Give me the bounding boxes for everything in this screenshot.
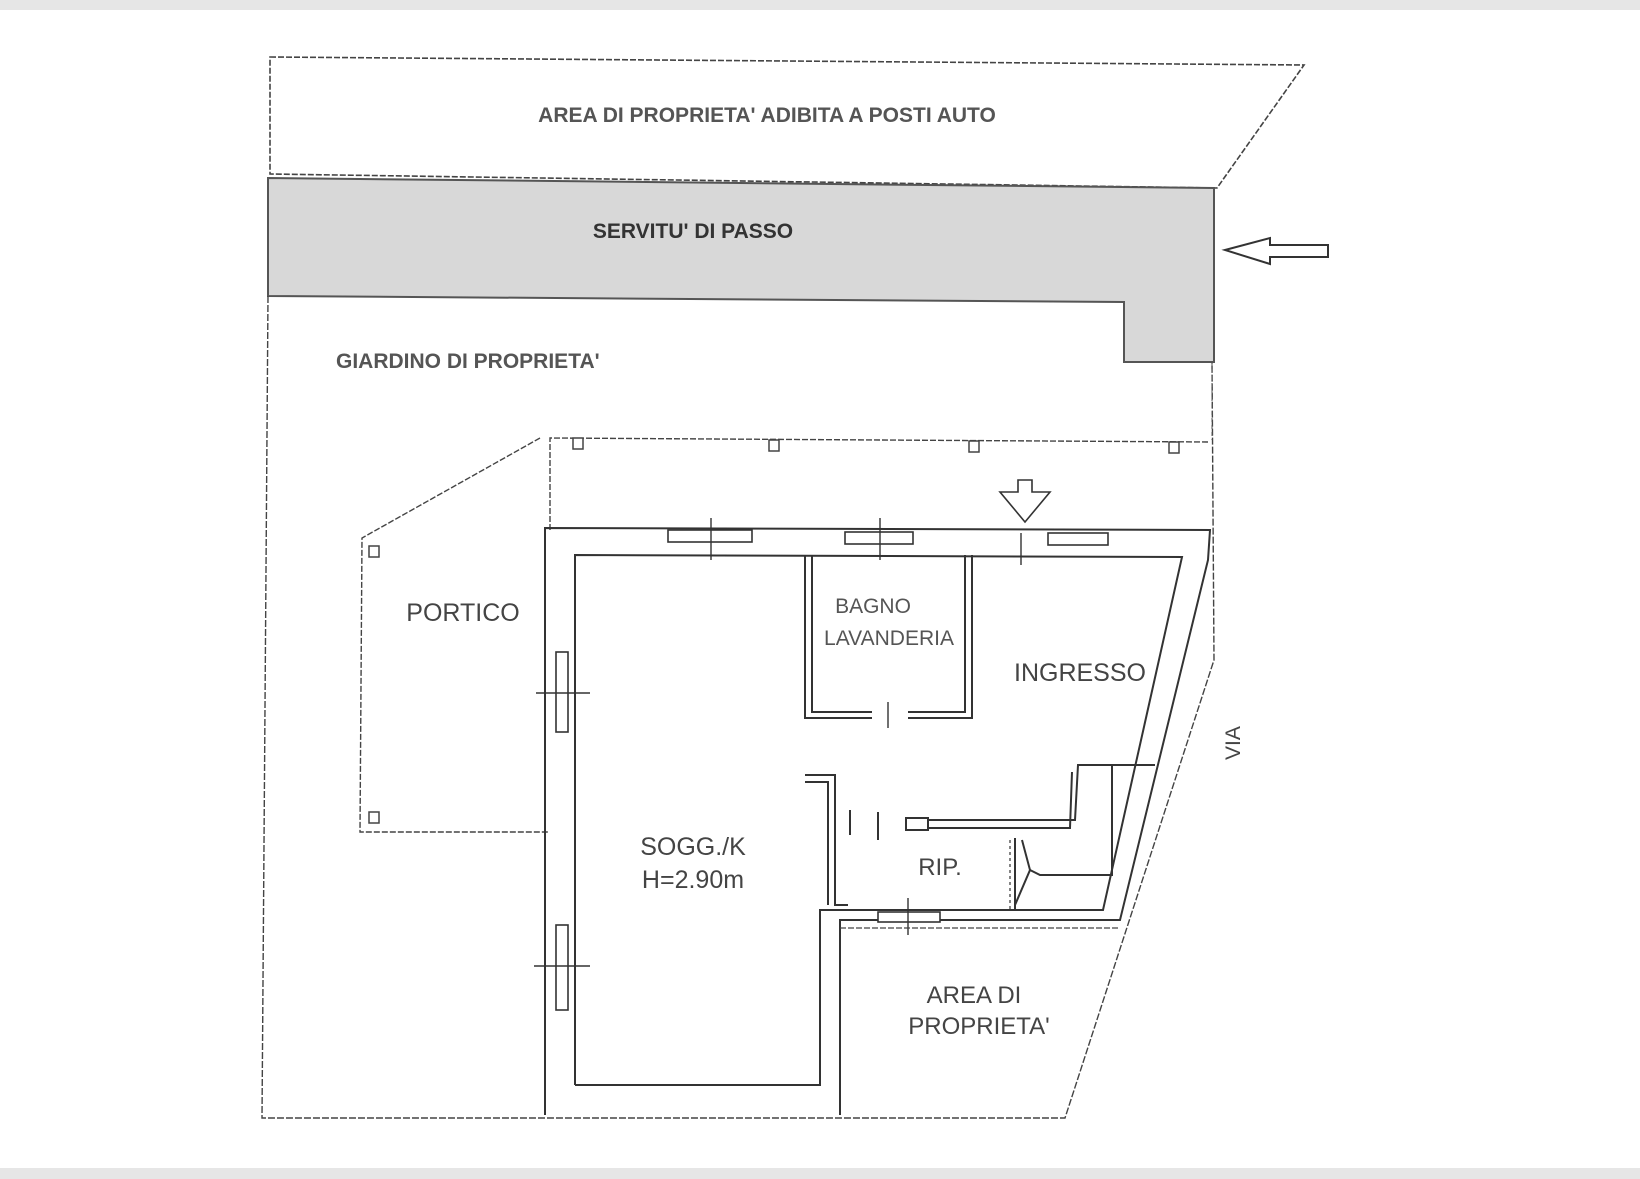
property-area-label-line1: AREA DI [927, 982, 1022, 1009]
bathroom-label-line2: LAVANDERIA [824, 627, 954, 650]
bathroom-label-line1: BAGNO [835, 595, 911, 618]
arrow-left-icon [1221, 236, 1329, 266]
entrance-label: INGRESSO [1014, 659, 1146, 687]
garden-label: GIARDINO DI PROPRIETA' [336, 350, 600, 373]
living-label-line2: H=2.90m [642, 866, 744, 894]
entrance-arrow-icon [998, 479, 1052, 524]
right-of-way-area [267, 176, 1215, 363]
house-outer-wall [544, 526, 1212, 1115]
storage-label: RIP. [918, 854, 962, 881]
right-of-way-label: SERVITU' DI PASSO [593, 220, 793, 243]
bathroom-wall [804, 555, 872, 719]
storage-wall [906, 764, 1155, 821]
portico-outline [549, 437, 1211, 530]
parking-area-label: AREA DI PROPRIETA' ADIBITA A POSTI AUTO [538, 104, 996, 127]
parking-area [269, 56, 1306, 189]
property-area-label-line2: PROPRIETA' [908, 1013, 1050, 1040]
garden-boundary [261, 295, 1215, 1119]
house-inner-wall [574, 553, 1184, 1086]
living-label-line1: SOGG./K [640, 833, 746, 861]
portico-label: PORTICO [406, 599, 519, 627]
street-label: VIA [1222, 726, 1245, 760]
